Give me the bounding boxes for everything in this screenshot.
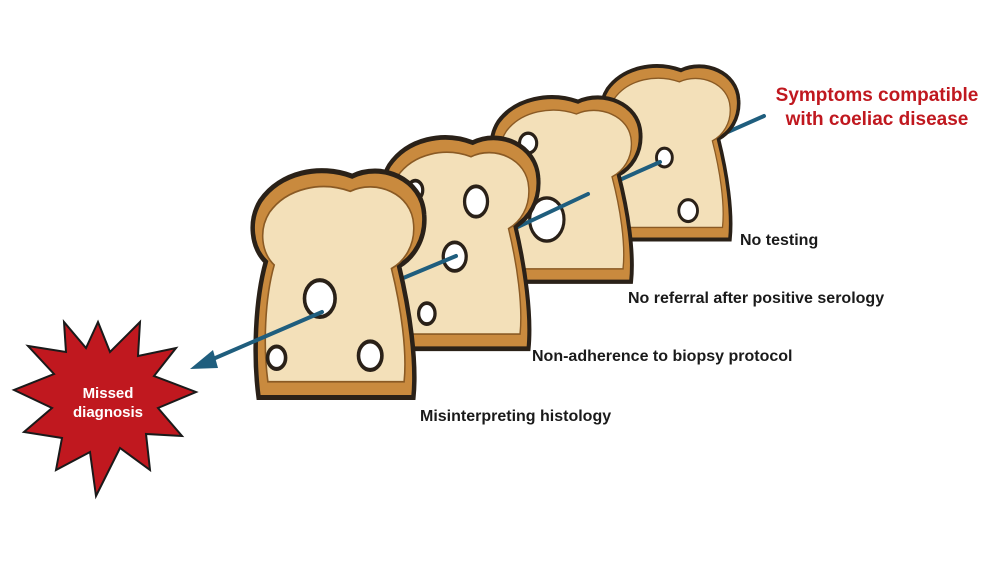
hole	[416, 301, 437, 326]
trajectory-arrow-icon	[190, 310, 324, 369]
hole	[462, 184, 490, 219]
missed-diagnosis-starburst-icon	[11, 319, 199, 500]
start-label: Symptoms compatible with coeliac disease	[762, 84, 992, 132]
outcome-label-line-1: Missed	[82, 385, 134, 402]
hole	[356, 339, 384, 372]
bread-slice-1	[253, 171, 425, 398]
hole	[677, 198, 699, 224]
start-label-line-1: Symptoms compatible	[775, 85, 979, 106]
layer-label-no-testing: No testing	[740, 232, 819, 249]
start-label-line-2: with coeliac disease	[785, 109, 969, 130]
layer-label-misinterpreting: Misinterpreting histology	[420, 408, 612, 425]
hole	[302, 278, 337, 319]
outcome-label-line-2: diagnosis	[72, 404, 143, 421]
layer-label-non-adherence: Non-adherence to biopsy protocol	[532, 348, 793, 365]
layer-label-no-referral: No referral after positive serology	[628, 290, 885, 307]
hole	[265, 344, 288, 371]
outcome-label: Missed diagnosis	[56, 384, 160, 422]
